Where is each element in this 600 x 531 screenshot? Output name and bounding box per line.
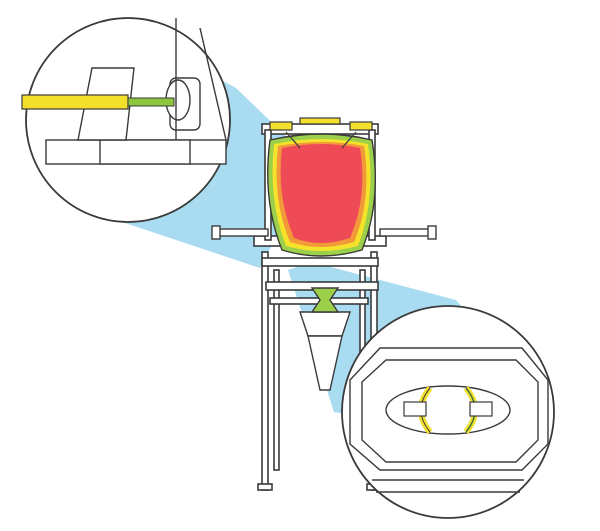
yellow-rod [21,94,129,110]
discharge-hopper [299,287,351,391]
top-clamps [269,117,373,131]
side-arms [211,225,437,240]
bulk-bag [267,131,377,257]
callout-detail-bottom [341,305,555,519]
callout-detail-top [21,17,231,223]
massager-paddle-right [463,386,493,434]
massager-paddle-left [403,386,433,434]
green-rod [127,97,175,107]
